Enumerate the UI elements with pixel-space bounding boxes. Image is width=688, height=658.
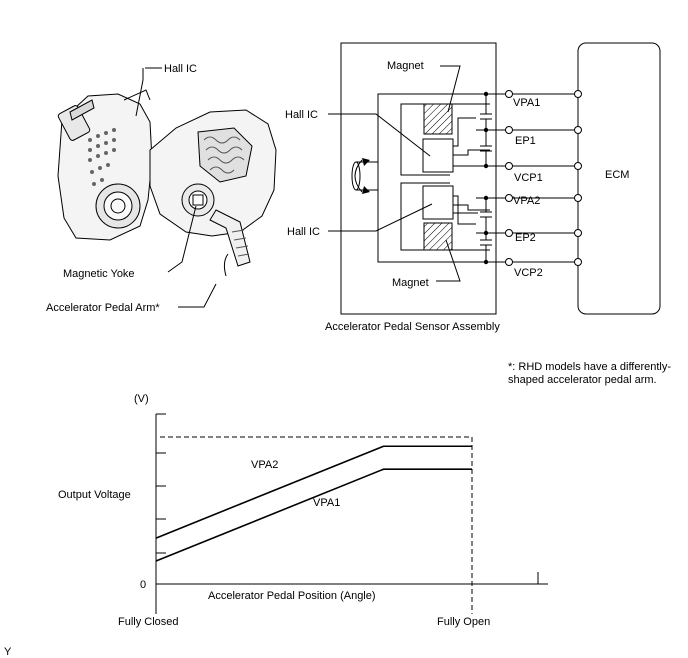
label-magnet-top: Magnet	[387, 60, 424, 72]
series-line-vpa1	[155, 468, 472, 562]
hall-ic-block-lower	[422, 185, 454, 220]
terminal-label-vpa2: VPA2	[513, 195, 540, 207]
terminal-label-vcp1: VCP1	[514, 172, 543, 184]
terminal-ecm-vcp1	[574, 162, 582, 170]
terminal-label-vcp2: VCP2	[514, 267, 543, 279]
terminal-sensor-vpa1	[505, 90, 513, 98]
terminal-ecm-ep1	[574, 126, 582, 134]
graph-zero-label: 0	[140, 579, 146, 591]
voltage-graph	[155, 413, 548, 614]
terminal-sensor-vcp2	[505, 258, 513, 266]
rotation-shaft-icon	[351, 158, 379, 194]
hall-ic-block-upper	[422, 138, 454, 173]
terminal-ecm-vpa2	[574, 194, 582, 202]
y-ticks	[156, 413, 166, 554]
magnet-upper	[423, 103, 453, 135]
terminal-sensor-ep1	[505, 126, 513, 134]
figure-code: Y	[4, 646, 12, 658]
sensor-illustration	[57, 67, 277, 308]
label-assembly: Accelerator Pedal Sensor Assembly	[325, 321, 500, 333]
graph-y-unit: (V)	[134, 393, 149, 405]
terminal-ecm-vpa1	[574, 90, 582, 98]
terminal-label-ep1: EP1	[515, 135, 536, 147]
terminal-sensor-vpa2	[505, 194, 513, 202]
graph-x-label: Accelerator Pedal Position (Angle)	[208, 590, 376, 602]
series-label-vpa2: VPA2	[251, 459, 278, 471]
wiring-schematic	[328, 42, 661, 315]
signal-lines	[476, 93, 578, 263]
label-hall-ic-upper: Hall IC	[285, 109, 318, 121]
terminal-label-ep2: EP2	[515, 232, 536, 244]
sensor-assembly-box	[340, 42, 497, 315]
label-pedal-arm: Accelerator Pedal Arm*	[46, 302, 160, 314]
graph-x-end-label: Fully Open	[437, 616, 490, 628]
terminal-sensor-vcp1	[505, 162, 513, 170]
graph-y-label: Output Voltage	[58, 489, 131, 501]
terminal-ecm-vcp2	[574, 258, 582, 266]
label-magnetic-yoke: Magnetic Yoke	[63, 268, 135, 280]
terminal-label-vpa1: VPA1	[513, 97, 540, 109]
series-layer	[155, 445, 472, 562]
series-label-vpa1: VPA1	[313, 497, 340, 509]
ecm-box	[577, 42, 661, 315]
terminal-ecm-ep2	[574, 229, 582, 237]
graph-x-start-label: Fully Closed	[118, 616, 179, 628]
magnet-lower	[423, 222, 453, 251]
label-magnet-bottom: Magnet	[392, 277, 429, 289]
terminal-sensor-ep2	[505, 229, 513, 237]
label-ecm: ECM	[605, 169, 629, 181]
series-line-vpa2	[155, 445, 472, 539]
label-hall-ic-top: Hall IC	[164, 63, 197, 75]
label-hall-ic-lower: Hall IC	[287, 226, 320, 238]
footnote: *: RHD models have a differently-shaped …	[508, 361, 672, 386]
